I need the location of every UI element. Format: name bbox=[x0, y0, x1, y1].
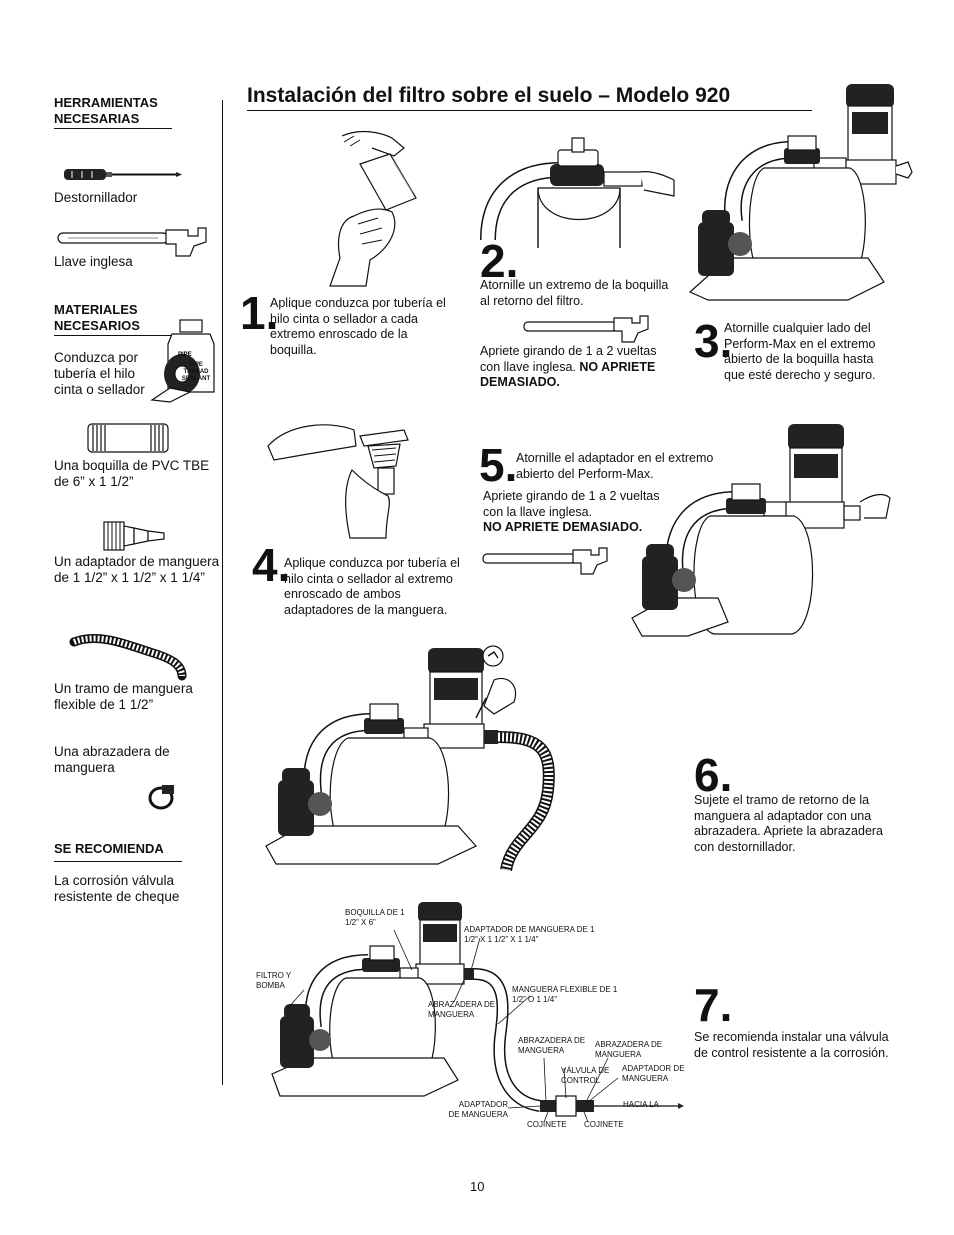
label-adaptador-left: ADAPTADOR DE MANGUERA bbox=[448, 1100, 508, 1119]
label-manguera: MANGUERA FLEXIBLE DE 1 1/2” O 1 1/4” bbox=[512, 985, 618, 1004]
step-4-text: Aplique conduzca por tubería el hilo cin… bbox=[284, 556, 460, 617]
step-2-number: 2. bbox=[480, 235, 519, 287]
recommended-heading: SE RECOMIENDA bbox=[54, 841, 164, 856]
column-divider bbox=[222, 100, 223, 1085]
step-2-warning: Apriete girando de 1 a 2 vueltas con lla… bbox=[480, 344, 680, 391]
tape-text: PIPE THREAD SEALANT bbox=[181, 362, 211, 382]
rec-valve-label: La corrosión válvula resistente de chequ… bbox=[54, 873, 180, 904]
tool-wrench-label: Llave inglesa bbox=[54, 254, 133, 269]
tape-label: PIPE bbox=[178, 352, 192, 358]
nipple-icon bbox=[87, 423, 169, 453]
step-3-number: 3. bbox=[694, 315, 733, 367]
label-abrazadera-3: ABRAZADERA DE MANGUERA bbox=[595, 1040, 663, 1059]
divider bbox=[54, 335, 172, 336]
step-6-number: 6. bbox=[694, 749, 733, 801]
wrench-icon bbox=[57, 227, 207, 257]
step-2-warning-text: Apriete girando de 1 a 2 vueltas con lla… bbox=[480, 344, 657, 374]
tool-screwdriver-label: Destornillador bbox=[54, 190, 138, 205]
flexible-hose-icon bbox=[69, 634, 187, 681]
label-adaptador-right: ADAPTADOR DE MANGUERA bbox=[622, 1064, 685, 1083]
step-2-warning-bold: NO APRIETE DEMASIADO. bbox=[480, 359, 656, 390]
divider bbox=[54, 128, 172, 129]
hose-adapter-icon bbox=[103, 521, 165, 551]
mat-nipple-label: Una boquilla de PVC TBE de 6” x 1 1/2” bbox=[54, 458, 210, 489]
label-cojinete-2: COJINETE bbox=[584, 1120, 624, 1129]
hand-tape-nipple-illustration bbox=[329, 130, 417, 287]
divider bbox=[54, 861, 182, 862]
step-5-warning: Apriete girando de 1 a 2 vueltas con la … bbox=[483, 489, 673, 536]
filter-pump-hose-clamp-illustration bbox=[265, 645, 555, 872]
step-7-text: Se recomienda instalar una válvula de co… bbox=[694, 1030, 889, 1060]
label-abrazadera-1: ABRAZADERA DE MANGUERA bbox=[428, 1000, 496, 1019]
mat-adapter-label: Un adaptador de manguera de 1 1/2” x 1 1… bbox=[54, 554, 220, 585]
page-title: Instalación del filtro sobre el suelo – … bbox=[247, 84, 731, 107]
wrench-icon bbox=[482, 547, 608, 575]
mat-clamp-label: Una abrazadera de manguera bbox=[54, 744, 170, 775]
mat-hose-label: Un tramo de manguera flexible de 1 1/2” bbox=[54, 681, 193, 712]
label-boquilla: BOQUILLA DE 1 1/2” x 6” bbox=[345, 908, 405, 927]
title-rule bbox=[247, 110, 812, 111]
step-1-text: Aplique conduzca por tubería el hilo cin… bbox=[270, 296, 446, 357]
step-1-number: 1. bbox=[240, 287, 279, 339]
mat-tape-label: Conduzca por tubería el hilo cinta o sel… bbox=[54, 350, 145, 397]
filter-pump-perform-max-illustration bbox=[688, 84, 913, 301]
filter-pump-adapter-illustration bbox=[631, 424, 891, 637]
label-filtro: FILTRO Y BOMBA bbox=[256, 971, 292, 990]
tools-heading: HERRAMIENTAS NECESARIAS bbox=[54, 95, 158, 126]
label-adaptador-top: ADAPTADOR DE MANGUERA DE 1 1/2” x 1 1/2”… bbox=[464, 925, 595, 944]
page-number: 10 bbox=[470, 1179, 485, 1194]
step-5-warning-bold: NO APRIETE DEMASIADO. bbox=[483, 520, 643, 534]
filter-tank-hose-illustration bbox=[480, 137, 675, 248]
screwdriver-icon bbox=[64, 169, 182, 180]
step-5-warning-text: Apriete girando de 1 a 2 vueltas con la … bbox=[483, 489, 660, 519]
label-abrazadera-2: ABRAZADERA DE MANGUERA bbox=[518, 1036, 586, 1055]
label-hacia: HACIA LA bbox=[623, 1100, 660, 1109]
thread-sealant-icon: PIPE bbox=[150, 319, 215, 403]
step-7-number: 7. bbox=[694, 979, 733, 1031]
step-2-text: Atornille un extremo de la boquilla al r… bbox=[480, 278, 669, 308]
step-6-text: Sujete el tramo de retorno de la manguer… bbox=[694, 793, 884, 854]
step-5-number: 5. bbox=[479, 439, 518, 491]
materials-heading: MATERIALES NECESARIOS bbox=[54, 302, 140, 333]
label-cojinete-1: COJINETE bbox=[527, 1120, 567, 1129]
hose-clamp-icon bbox=[148, 785, 174, 810]
step-3-text: Atornille cualquier lado del Perform-Max… bbox=[724, 321, 876, 382]
label-valvula: VÁLVULA DE CONTROL bbox=[561, 1066, 610, 1085]
step-5-text: Atornille el adaptador en el extremo abi… bbox=[516, 451, 714, 481]
hand-adapter-illustration bbox=[267, 424, 409, 539]
wrench-icon bbox=[523, 315, 649, 343]
step-4-number: 4. bbox=[252, 539, 291, 591]
installation-diagram bbox=[271, 902, 684, 1123]
